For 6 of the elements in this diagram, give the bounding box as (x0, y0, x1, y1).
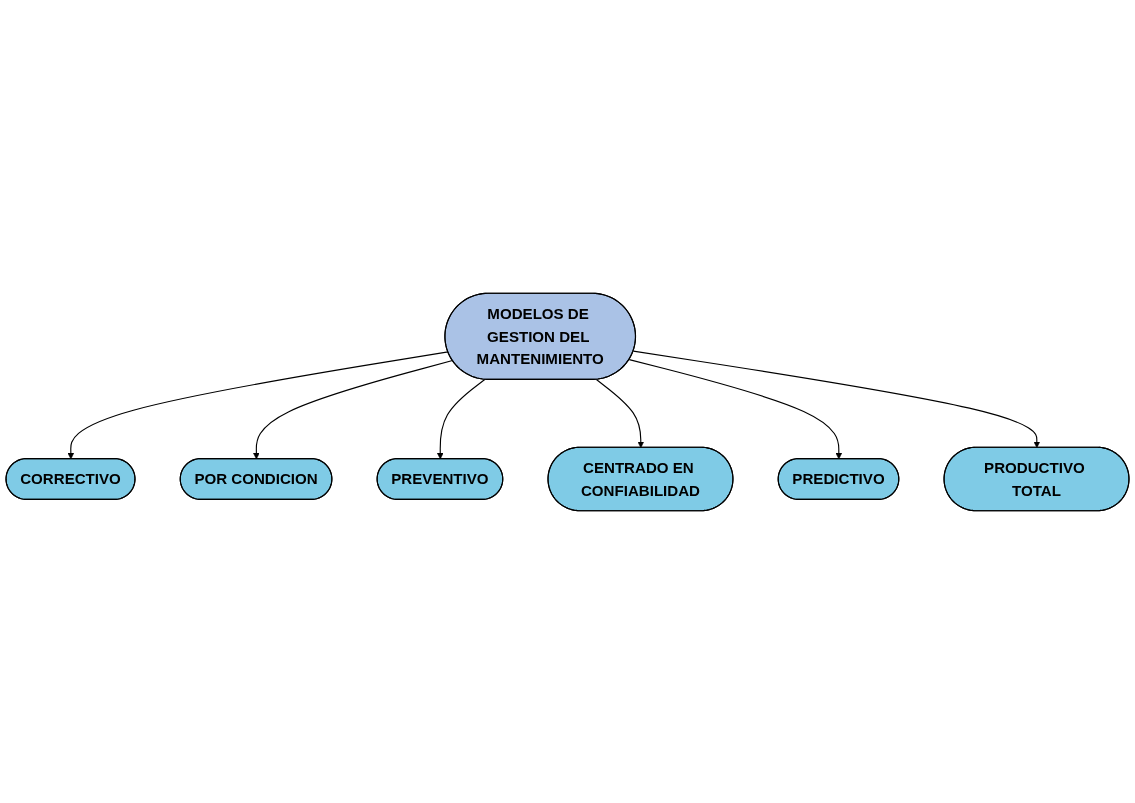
arrow (436, 378, 486, 459)
arrow (628, 358, 843, 459)
arrow (595, 378, 645, 448)
arrow (632, 350, 1041, 448)
arrow (67, 350, 449, 459)
arrow (253, 359, 454, 459)
